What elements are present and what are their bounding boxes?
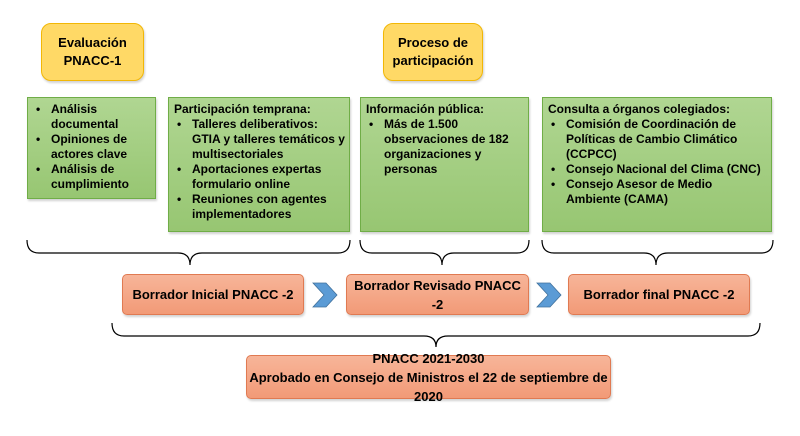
borrador-revisado-label: Borrador Revisado PNACC -2 xyxy=(354,277,521,312)
column-heading: Participación temprana: xyxy=(174,102,311,116)
list-item: Aportaciones expertas formulario online xyxy=(174,162,345,192)
list-item: Análisis documental xyxy=(33,102,151,132)
pnacc-final-subtitle: Aprobado en Consejo de Ministros el 22 d… xyxy=(249,369,608,404)
list-item: Talleres deliberativos: GTIA y talleres … xyxy=(174,117,345,162)
proceso-label-line1: Proceso de xyxy=(397,35,469,50)
borrador-final-label: Borrador final PNACC -2 xyxy=(583,287,735,302)
column-participacion-temprana: Participación temprana: Talleres deliber… xyxy=(168,97,350,232)
evaluacion-label: Evaluación PNACC-1 xyxy=(41,23,144,81)
column-informacion-publica: Información pública: Más de 1.500 observ… xyxy=(360,97,529,232)
arrow-right-icon xyxy=(536,282,562,308)
borrador-final: Borrador final PNACC -2 xyxy=(568,274,750,315)
evaluacion-label-line1: Evaluación xyxy=(58,35,127,50)
list-item: Comisión de Coordinación de Políticas de… xyxy=(548,117,767,162)
evaluacion-label-line2: PNACC-1 xyxy=(63,53,122,68)
borrador-inicial: Borrador Inicial PNACC -2 xyxy=(122,274,304,315)
list-item: Análisis de cumplimiento xyxy=(33,162,151,192)
arrow-right-icon xyxy=(312,282,338,308)
list-item: Consejo Asesor de Medio Ambiente (CAMA) xyxy=(548,177,767,207)
brace-1 xyxy=(26,239,351,266)
column-heading: Consulta a órganos colegiados: xyxy=(548,102,731,116)
column-evaluacion: Análisis documental Opiniones de actores… xyxy=(27,97,156,199)
list-item: Opiniones de actores clave xyxy=(33,132,151,162)
column-organos-colegiados: Consulta a órganos colegiados: Comisión … xyxy=(542,97,772,232)
column-heading: Información pública: xyxy=(366,102,485,116)
list-item: Consejo Nacional del Clima (CNC) xyxy=(548,162,767,177)
borrador-inicial-label: Borrador Inicial PNACC -2 xyxy=(132,287,294,302)
brace-2 xyxy=(359,239,530,266)
borrador-revisado: Borrador Revisado PNACC -2 xyxy=(346,274,529,315)
list-item: Más de 1.500 observaciones de 182 organi… xyxy=(366,117,524,177)
proceso-participacion-label: Proceso de participación xyxy=(383,23,483,81)
pnacc-final-title: PNACC 2021-2030 xyxy=(372,350,485,366)
pnacc-final-box: PNACC 2021-2030 Aprobado en Consejo de M… xyxy=(246,351,611,404)
proceso-label-line2: participación xyxy=(392,53,474,68)
list-item: Reuniones con agentes implementadores xyxy=(174,192,345,222)
brace-4 xyxy=(111,322,761,348)
brace-3 xyxy=(541,239,774,266)
